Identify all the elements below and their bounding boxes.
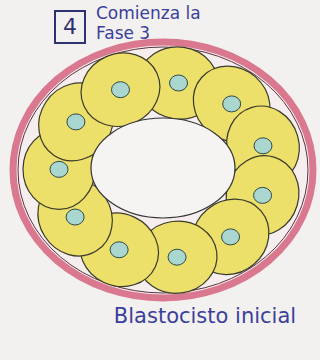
nucleus [223, 96, 241, 112]
nucleus [168, 249, 186, 265]
caption-text: Blastocisto inicial [100, 304, 310, 328]
title-text: Comienza la Fase 3 [96, 4, 206, 43]
step-number: 4 [63, 16, 77, 38]
nucleus [66, 209, 84, 225]
nucleus [254, 187, 272, 203]
nucleus [254, 138, 272, 154]
nucleus [110, 242, 128, 258]
nucleus [111, 82, 129, 98]
nucleus [67, 114, 85, 130]
nucleus [222, 229, 240, 245]
nucleus [170, 75, 188, 91]
nucleus [50, 161, 68, 177]
number-box: 4 [54, 10, 86, 44]
